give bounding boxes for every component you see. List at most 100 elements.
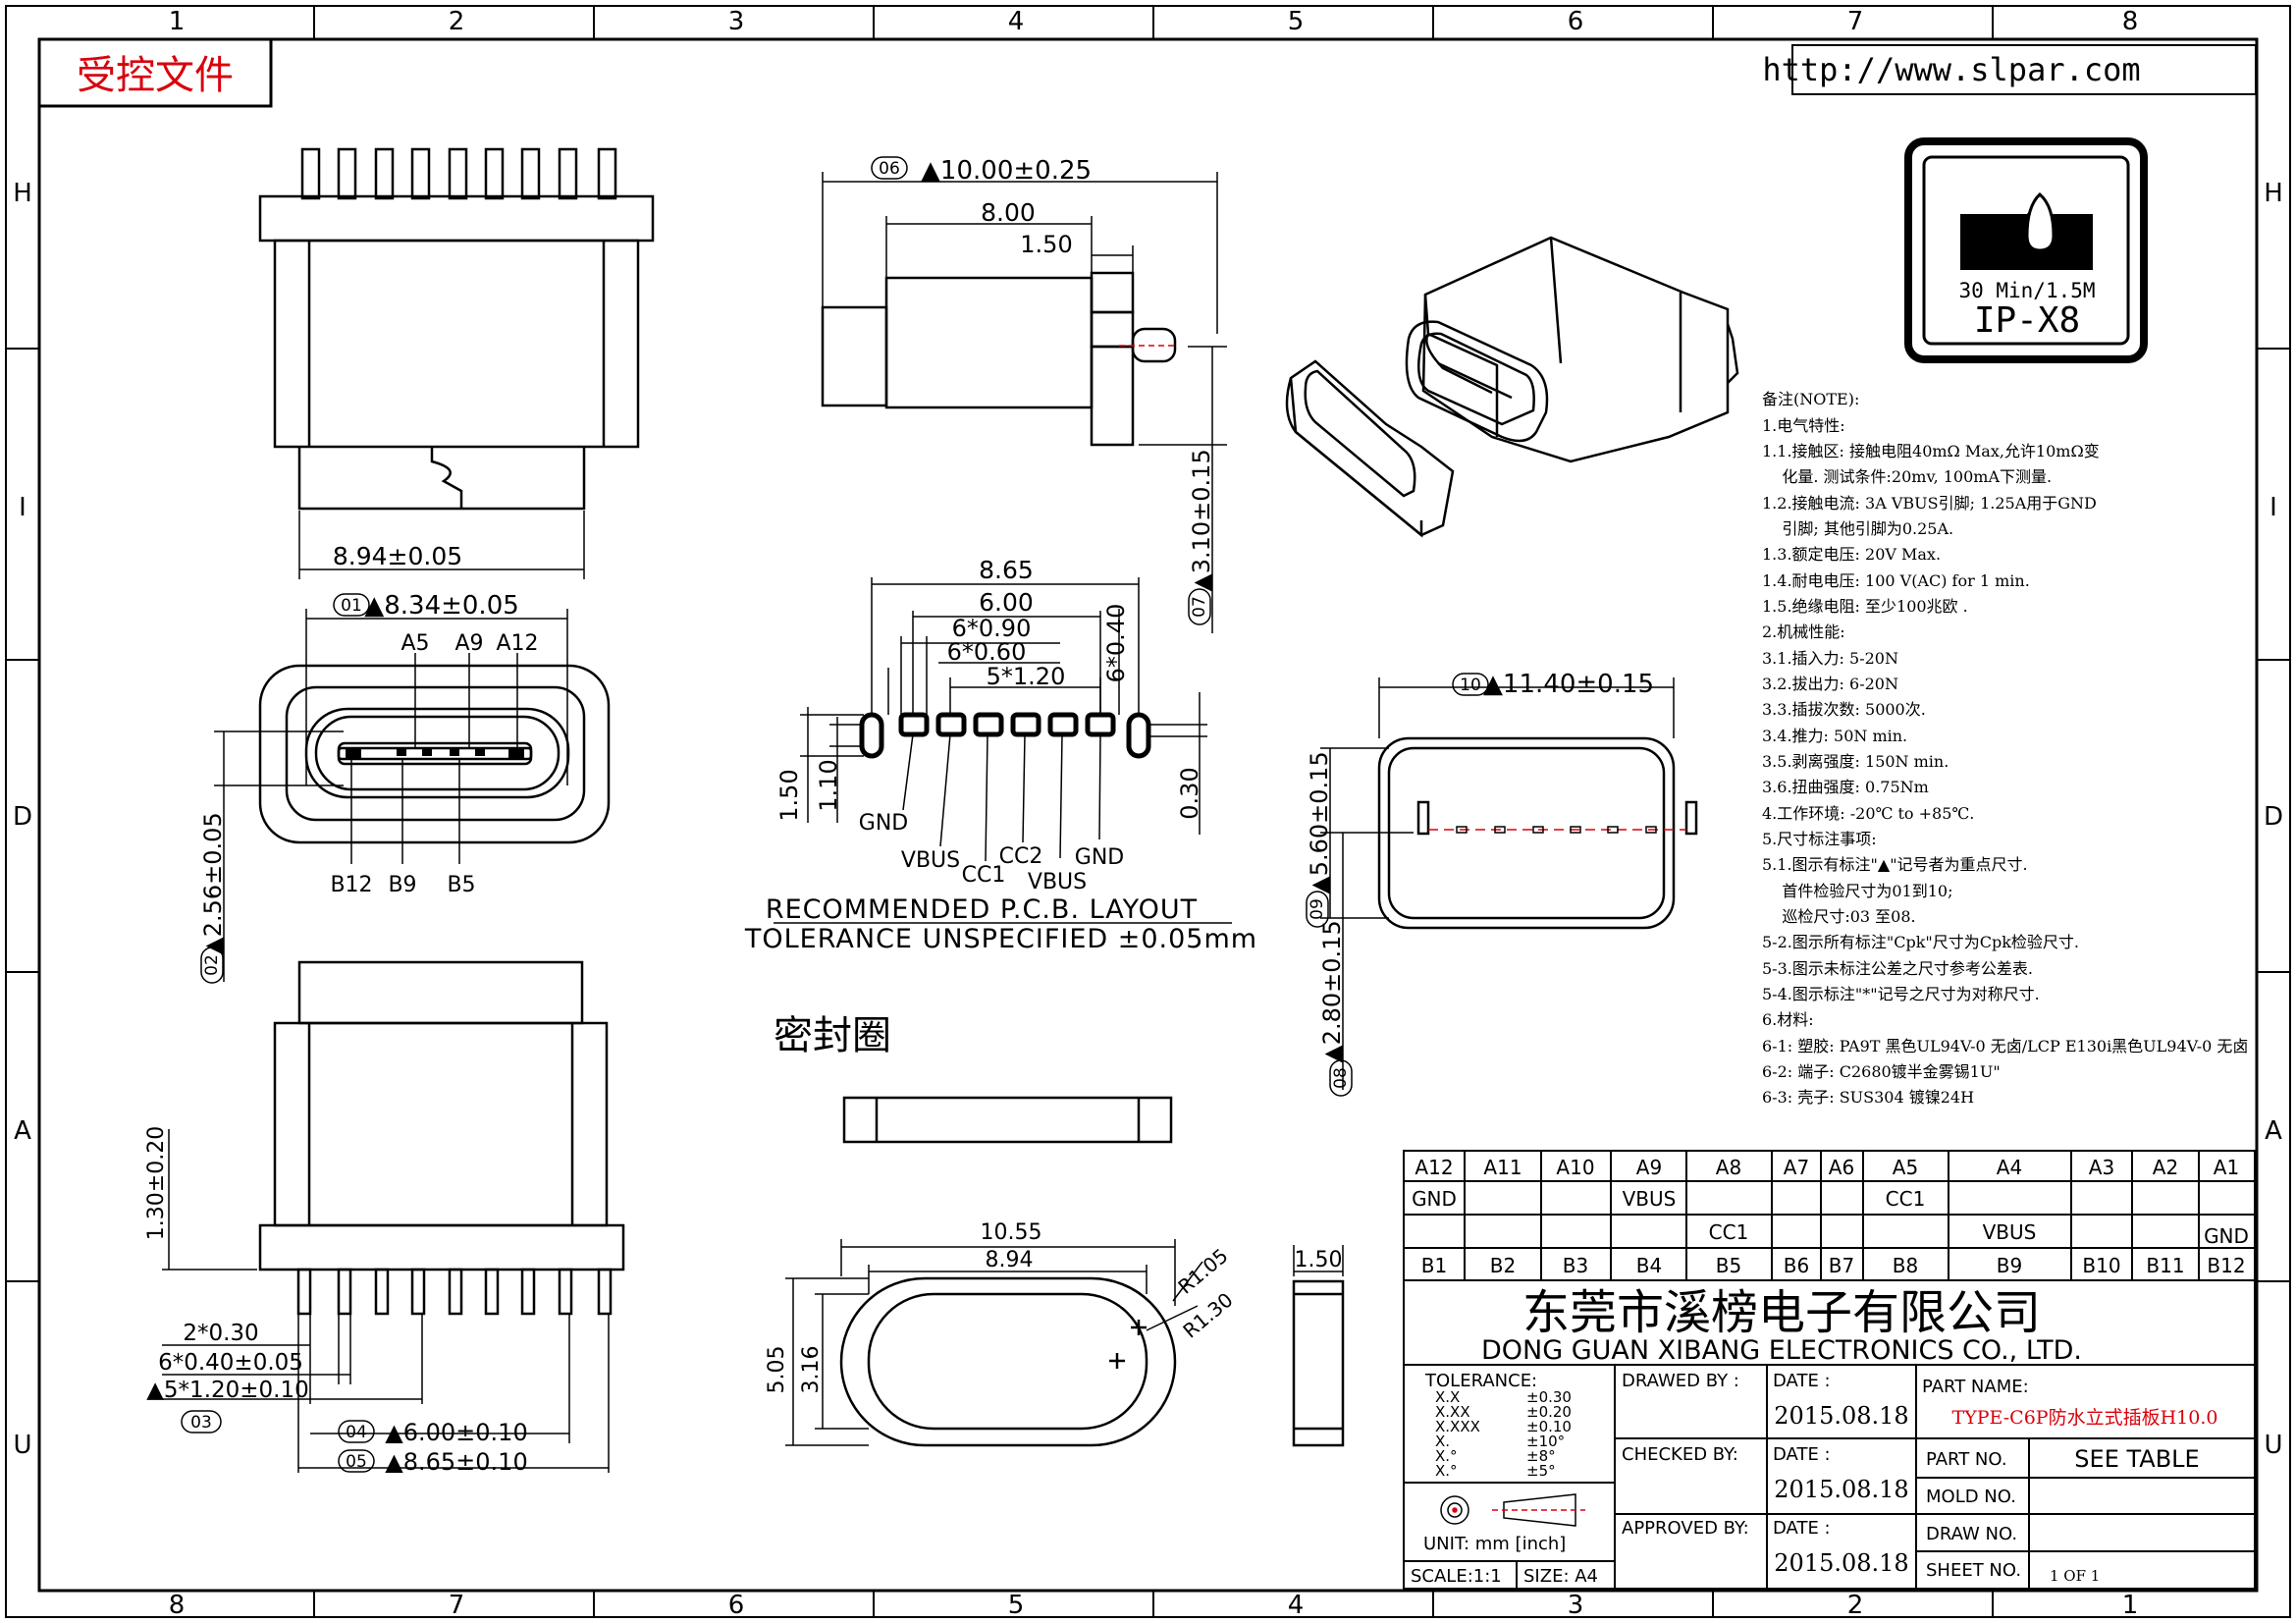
pin-a9-signal: VBUS [1623,1187,1677,1211]
pcb-dim-1-10: 1.10 [815,759,842,811]
dim-1-30-label: 1.30±0.20 [144,1126,169,1240]
row-label-u: U [13,1431,31,1460]
ip-rating: IP-X8 [1974,300,2080,341]
note-line: 6.材料: [1762,1010,1814,1029]
col-label-bottom-3: 3 [1568,1591,1584,1620]
dim-02-badge: 02 [202,954,222,976]
website-url[interactable]: http://www.slpar.com [1762,51,2140,88]
pin-a1: A1 [2214,1156,2239,1179]
company-name-cn: 东莞市溪榜电子有限公司 [1522,1285,2041,1340]
row-label-i-right: I [2269,493,2277,522]
note-line: 3.6.扭曲强度: 0.75Nm [1762,778,1929,796]
note-line: 3.5.剥离强度: 150N min. [1762,752,1949,771]
date-label: DATE : [1773,1371,1831,1391]
col-label-bottom-5: 5 [1008,1591,1025,1620]
row-label-a: A [14,1116,31,1146]
pin-marker [508,748,524,758]
face-bottom-pin-leaders [350,758,460,864]
dim-02: ▲2.56±0.05 02 [199,730,344,984]
receptacle-face-view [258,664,611,844]
seal-dim-1-50: 1.50 [1295,1248,1343,1272]
controlled-document-stamp: 受控文件 [77,53,234,98]
face-pin-b9: B9 [388,873,416,897]
size-label: SIZE: A4 [1523,1566,1598,1587]
title-block [1403,1279,2256,1590]
pin-a3: A3 [2089,1156,2114,1179]
part-no: SEE TABLE [2074,1445,2199,1473]
tolerance-label: TOLERANCE: [1424,1371,1537,1391]
face-pin-b5: B5 [447,873,475,897]
note-line: 1.电气特性: [1762,416,1845,435]
note-line: 首件检验尺寸为01到10; [1762,882,1952,900]
note-line: 5-2.图示所有标注"Cpk"尺寸为Cpk检验尺寸. [1762,933,2079,951]
pin-a7: A7 [1784,1156,1809,1179]
pcb-tolerance-note: TOLERANCE UNSPECIFIED ±0.05mm [744,924,1257,954]
outer-border [5,5,2291,1618]
col-label-1: 1 [169,7,186,36]
note-line: 5-4.图示标注"*"记号之尺寸为对称尺寸. [1762,985,2040,1003]
col-label-bottom-2: 2 [1847,1591,1864,1620]
note-line: 巡检尺寸:03 至08. [1762,907,1916,926]
pin-a5-signal: CC1 [1886,1187,1926,1211]
plug-contact [1494,826,1506,834]
row-label-i: I [19,493,27,522]
pin-b8: B8 [1893,1254,1918,1277]
pin-b9: B9 [1997,1254,2022,1277]
plug-dims [1320,677,1675,1090]
tol-key: X.X [1435,1388,1460,1406]
pin-b5: B5 [1716,1254,1741,1277]
note-line: 3.2.拔出力: 6-20N [1762,675,1898,693]
pcb-pin-vbus-left: VBUS [901,848,960,873]
note-line: 引脚; 其他引脚为0.25A. [1762,519,1953,538]
tol-val: ±10° [1526,1433,1565,1450]
seal-top-view [839,1276,1177,1447]
col-label-bottom-4: 4 [1288,1591,1305,1620]
dim-06-badge: 06 [879,159,900,179]
note-line: 3.3.插拔次数: 5000次. [1762,700,1926,719]
pcb-pin-leaders [902,733,1101,862]
plug-contact [1645,826,1657,834]
mold-no-label: MOLD NO. [1926,1487,2016,1507]
dim-06-badge-frame [871,156,908,180]
pcb-dims [800,577,1207,835]
col-label-2: 2 [449,7,465,36]
dim-09-badge: 09 [1308,898,1327,920]
dim-2x0-30: 2*0.30 [183,1321,258,1346]
row-label-d-right: D [2264,802,2283,832]
pin-b7: B7 [1829,1254,1854,1277]
inner-border [37,37,2259,1593]
note-line: 6-1: 塑胶: PA9T 黑色UL94V-0 无卤/LCP E130i黑色UL… [1762,1037,2248,1055]
pin-a9: A9 [1636,1156,1662,1179]
dim-08-badge-frame [1329,1059,1353,1097]
connector-bottom-elevation [258,960,625,1316]
plug-contacts [1456,826,1657,834]
pin-marker [475,748,485,756]
dim-8-94: 8.94±0.05 [298,511,585,579]
stamp-box [37,37,273,108]
note-line: 1.3.额定电压: 20V Max. [1762,545,1941,564]
pin-b1: B1 [1421,1254,1447,1277]
checked-date: 2015.08.18 [1774,1476,1908,1503]
col-label-5: 5 [1288,7,1305,36]
pin-marker [397,748,406,756]
note-line: 2.机械性能: [1762,622,1845,641]
connector-front-elevation [258,147,655,511]
company-name-en: DONG GUAN XIBANG ELECTRONICS CO., LTD. [1481,1335,2082,1366]
pcb-dim-1-50: 1.50 [775,769,803,821]
notes-block: 备注(NOTE): 1.电气特性: 1.1.接触区: 接触电阻40mΩ Max,… [1762,390,2248,1107]
face-pin-a9: A9 [454,631,483,656]
dim-07-badge: 07 [1190,596,1209,618]
dim-03-label: ▲5*1.20±0.10 [146,1378,309,1403]
note-line: 6-2: 端子: C2680镀半金雾锡1U" [1762,1062,2001,1081]
row-label-u-right: U [2264,1431,2282,1460]
plug-contact [1456,826,1468,834]
note-line: 3.1.插入力: 5-20N [1762,649,1898,668]
pcb-pin-gnd-left: GND [859,811,908,836]
dim-09-badge-frame [1306,891,1329,928]
pcb-dim-8-65: 8.65 [979,556,1034,584]
bottom-leg-dims [162,1314,610,1473]
border-ticks [6,6,2290,1617]
ip-badge: 30 Min/1.5M IP-X8 [1904,137,2148,363]
pin-a4: A4 [1997,1156,2022,1179]
dim-08-label: ▲2.80±0.15 [1318,920,1346,1062]
